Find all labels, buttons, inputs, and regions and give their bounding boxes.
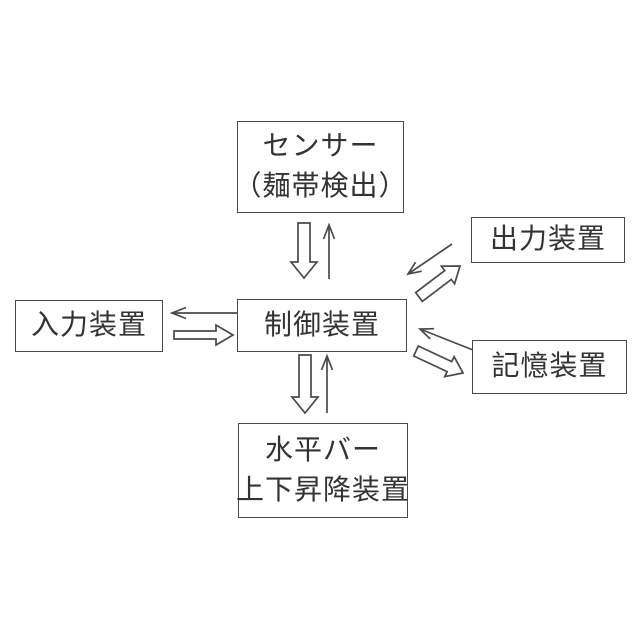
arrow-input-to-control-hollow-right-icon: [173, 323, 235, 347]
box-sensor: センサー （麺帯検出）: [234, 121, 407, 213]
box-output-device: 出力装置: [471, 217, 625, 263]
box-sensor-label-line2: （麺帯検出）: [233, 171, 408, 202]
arrow-control-to-sensor-thin-up-icon: [322, 222, 336, 279]
box-horizontal-bar-lifter: 水平バー 上下昇降装置: [236, 423, 411, 518]
arrow-output-to-control-thin-downleft-icon: [406, 243, 453, 276]
arrow-control-to-input-thin-left-icon: [169, 306, 241, 320]
box-storage-device: 記憶装置: [472, 340, 627, 394]
box-storage-device-label: 記憶装置: [491, 351, 608, 382]
box-control-device-label: 制御装置: [263, 309, 380, 341]
arrow-sensor-to-control-hollow-down-icon: [289, 222, 319, 280]
arrow-control-to-storage-hollow-downright-icon: [412, 344, 465, 378]
arrow-lifter-to-control-thin-up-icon: [320, 353, 334, 413]
box-horizontal-bar-lifter-label-line2: 上下昇降装置: [236, 474, 411, 506]
box-output-device-label: 出力装置: [489, 224, 606, 255]
arrow-control-to-lifter-hollow-down-icon: [290, 354, 320, 415]
arrow-storage-to-control-thin-upleft-icon: [417, 327, 474, 351]
box-control-device: 制御装置: [237, 299, 407, 352]
box-sensor-label-line1: センサー: [262, 131, 379, 162]
box-input-device-label: 入力装置: [30, 310, 147, 341]
arrow-control-to-output-hollow-upright-icon: [414, 265, 462, 303]
box-input-device: 入力装置: [15, 300, 163, 352]
box-horizontal-bar-lifter-label-line1: 水平バー: [264, 434, 381, 466]
